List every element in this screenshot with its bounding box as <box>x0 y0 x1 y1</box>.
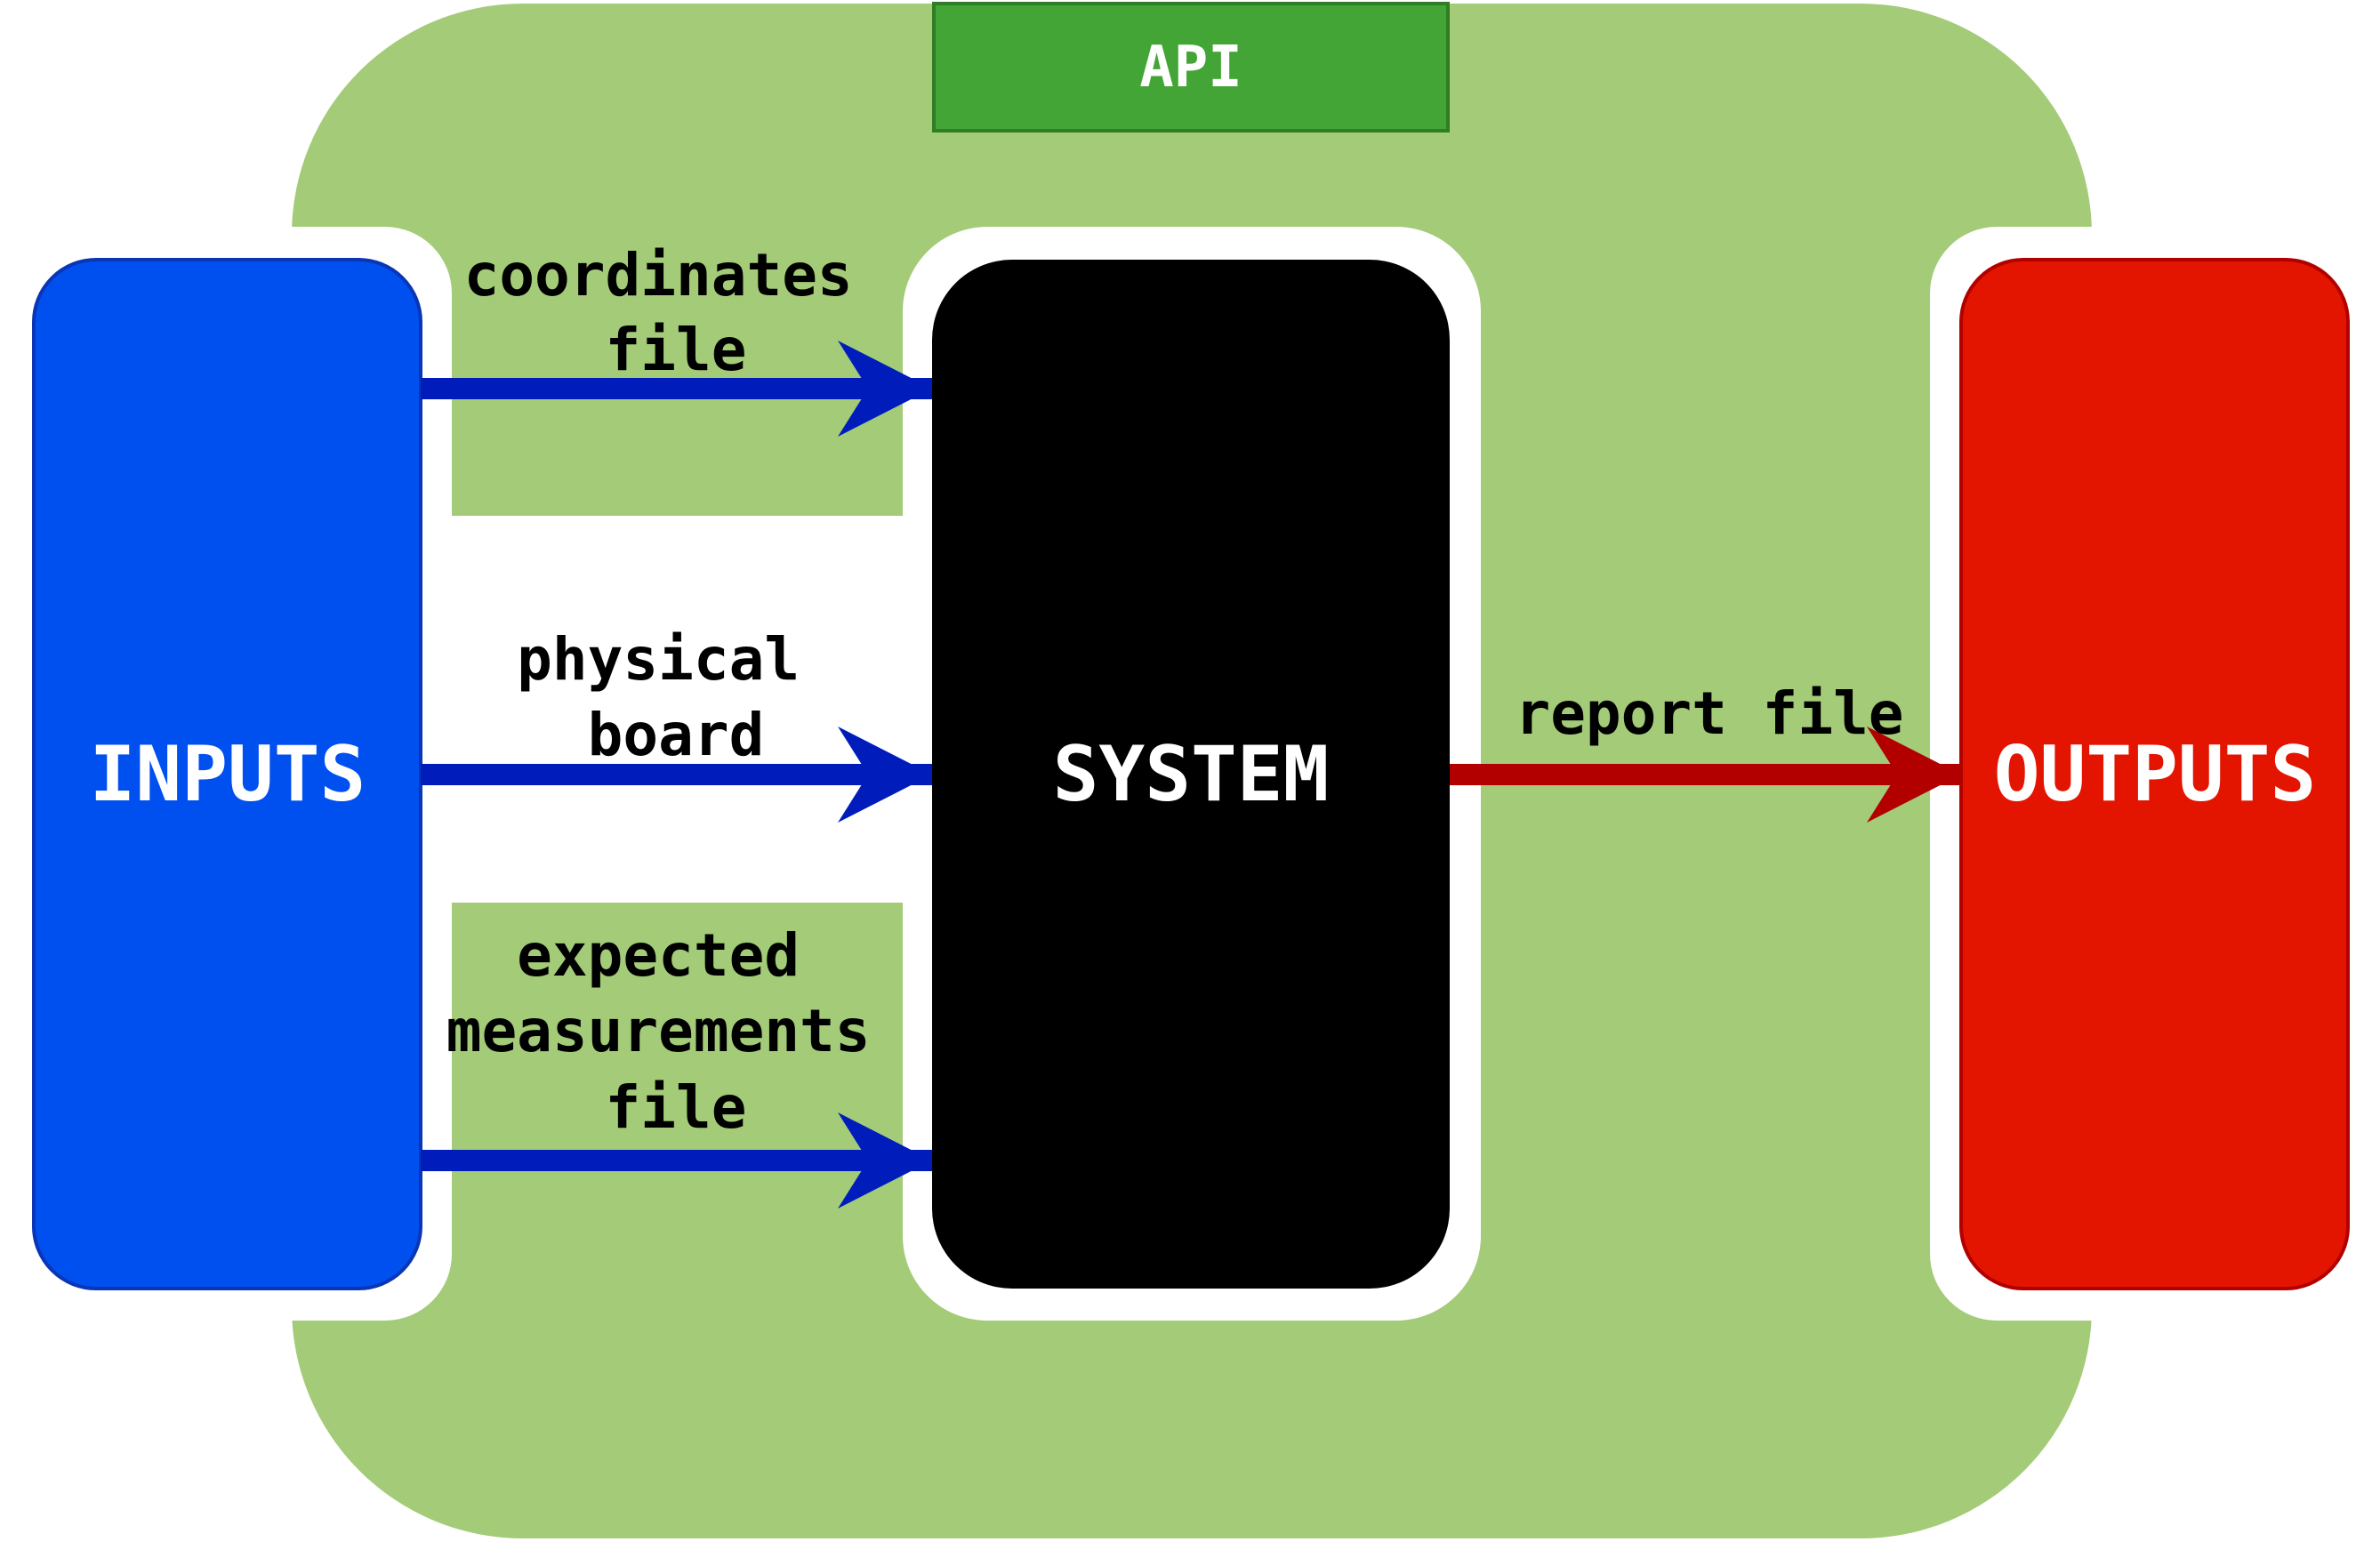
api-tab: API <box>932 2 1450 133</box>
system-label: SYSTEM <box>1053 730 1330 819</box>
edge-label-line: file <box>606 316 747 384</box>
edge-label-line: board <box>588 701 765 769</box>
edge-label-report-file: report file <box>1515 679 1903 748</box>
outputs-node: OUTPUTS <box>1959 258 2350 1290</box>
edge-label-line: coordinates <box>464 241 853 309</box>
edge-label-line: physical <box>517 625 800 694</box>
edge-label-coordinates-file: coordinates file <box>464 241 888 384</box>
edge-label-line: expected <box>517 921 800 990</box>
inputs-label: INPUTS <box>90 730 366 819</box>
edge-label-physical-board: physical board <box>517 625 835 769</box>
api-label: API <box>1139 35 1242 100</box>
inputs-node: INPUTS <box>32 258 422 1290</box>
outputs-label: OUTPUTS <box>1994 730 2316 819</box>
edge-label-line: file <box>606 1073 747 1142</box>
system-node: SYSTEM <box>932 260 1450 1289</box>
edge-label-line: measurements <box>446 997 871 1065</box>
edge-label-expected-measurements-file: expected measurements file <box>446 921 906 1142</box>
